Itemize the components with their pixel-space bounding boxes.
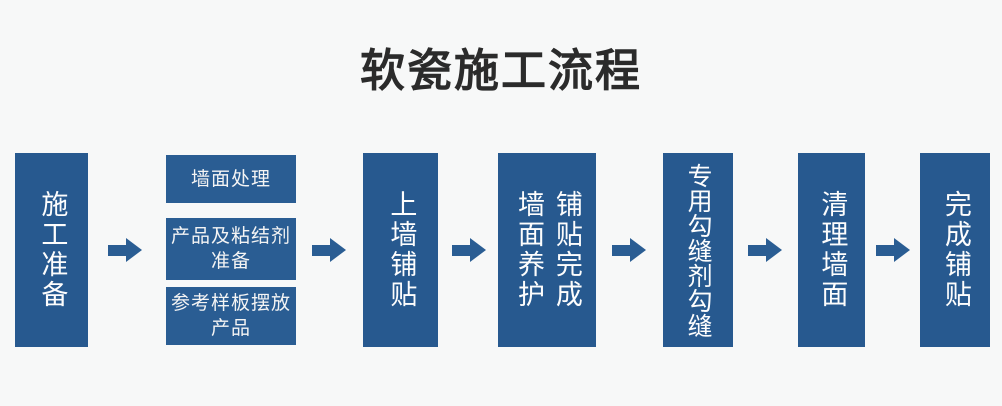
arrow-2-shaft — [312, 245, 332, 256]
arrow-3-icon — [452, 238, 486, 262]
step-box-6[interactable]: 清理墙面 — [798, 153, 865, 347]
arrow-4-head — [630, 238, 646, 262]
arrow-6-icon — [876, 238, 910, 262]
step-7-column-1: 完成铺贴 — [939, 190, 971, 310]
step-4-column-1: 铺贴完成 — [550, 190, 582, 310]
step-box-1[interactable]: 施工准备 — [15, 153, 88, 347]
arrow-1-head — [126, 238, 142, 262]
step-4-column-2: 墙面养护 — [513, 190, 544, 310]
step-1-column-1: 施工准备 — [36, 190, 68, 310]
arrow-5-shaft — [748, 245, 768, 256]
sub-box-product-adhesive-prep[interactable]: 产品及粘结剂准备 — [166, 218, 296, 280]
arrow-3-shaft — [452, 245, 472, 256]
step-5-text-columns: 专用勾缝剂勾缝 — [663, 153, 733, 347]
sub-box-1-label: 墙面处理 — [190, 167, 271, 190]
step-box-7[interactable]: 完成铺贴 — [920, 153, 990, 347]
arrow-1-shaft — [108, 245, 128, 256]
step-1-text-columns: 施工准备 — [15, 153, 88, 347]
step-7-text-columns: 完成铺贴 — [920, 153, 990, 347]
step-box-4[interactable]: 铺贴完成 墙面养护 — [498, 153, 596, 347]
step-box-5[interactable]: 专用勾缝剂勾缝 — [663, 153, 733, 347]
step-5-column-1: 专用勾缝剂勾缝 — [684, 162, 714, 338]
step-4-text-columns: 铺贴完成 墙面养护 — [498, 153, 596, 347]
arrow-5-icon — [748, 238, 782, 262]
arrow-5-head — [766, 238, 782, 262]
arrow-4-icon — [612, 238, 646, 262]
process-flow-row: 施工准备 墙面处理 产品及粘结剂准备 参考样板摆放产品 — [0, 153, 1002, 347]
step-box-3[interactable]: 上墙铺贴 — [363, 153, 438, 347]
arrow-4-shaft — [612, 245, 632, 256]
step-6-column-1: 清理墙面 — [816, 190, 848, 310]
arrow-1-icon — [108, 238, 142, 262]
sub-box-wall-treatment[interactable]: 墙面处理 — [166, 155, 296, 203]
step-3-text-columns: 上墙铺贴 — [363, 153, 438, 347]
sub-box-2-label: 产品及粘结剂准备 — [170, 225, 291, 272]
arrow-2-icon — [312, 238, 346, 262]
arrow-6-shaft — [876, 245, 896, 256]
sub-box-sample-layout[interactable]: 参考样板摆放产品 — [166, 287, 296, 345]
sub-box-3-label: 参考样板摆放产品 — [170, 292, 291, 339]
step-group-2: 墙面处理 产品及粘结剂准备 参考样板摆放产品 — [166, 153, 296, 347]
arrow-6-head — [894, 238, 910, 262]
arrow-2-head — [330, 238, 346, 262]
page-title: 软瓷施工流程 — [359, 44, 642, 97]
step-3-column-1: 上墙铺贴 — [385, 190, 417, 310]
step-6-text-columns: 清理墙面 — [798, 153, 865, 347]
arrow-3-head — [470, 238, 486, 262]
